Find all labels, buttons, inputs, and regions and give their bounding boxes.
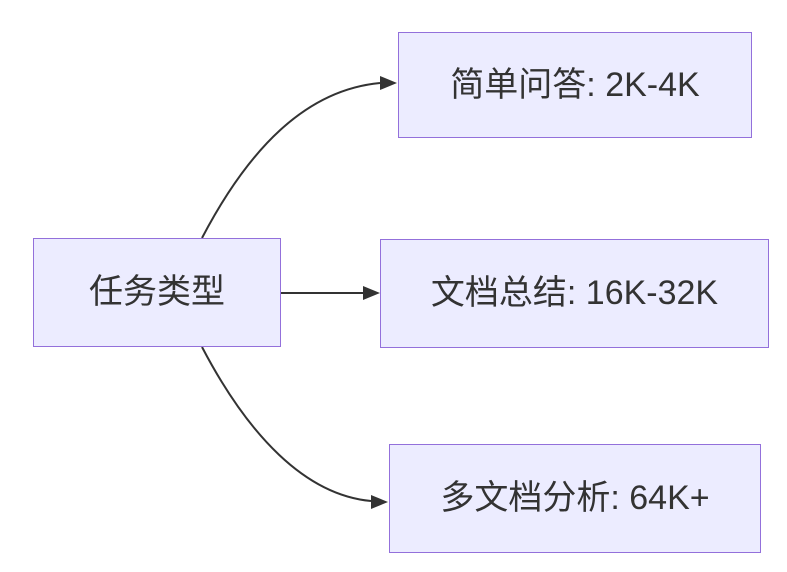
- node-multi-doc: 多文档分析: 64K+: [389, 444, 761, 553]
- node-simple-qa-label: 简单问答: 2K-4K: [450, 65, 700, 104]
- node-task-type: 任务类型: [33, 238, 281, 347]
- arrowhead-icon: [380, 76, 397, 90]
- node-simple-qa: 简单问答: 2K-4K: [398, 32, 752, 138]
- node-doc-summary: 文档总结: 16K-32K: [380, 239, 769, 348]
- arrowhead-icon: [371, 495, 388, 509]
- node-task-type-label: 任务类型: [89, 273, 225, 312]
- edge-task-type-to-multi-doc: [201, 346, 372, 502]
- node-multi-doc-label: 多文档分析: 64K+: [440, 479, 710, 518]
- edge-task-type-to-simple-qa: [201, 82, 381, 239]
- arrowhead-icon: [363, 286, 380, 300]
- node-doc-summary-label: 文档总结: 16K-32K: [430, 274, 719, 313]
